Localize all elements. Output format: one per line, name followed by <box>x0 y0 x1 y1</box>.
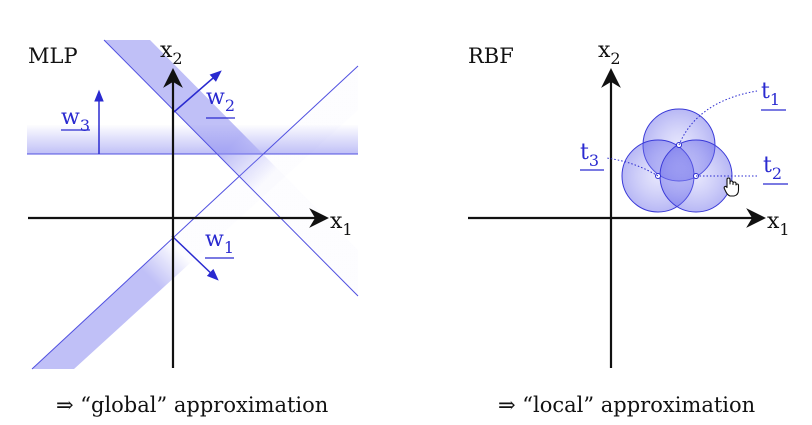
rbf-title: RBF <box>468 44 514 68</box>
mlp-y-axis-label: x2 <box>160 38 183 68</box>
band-w2-edge <box>103 39 359 297</box>
w1-label: w1 <box>205 227 234 259</box>
t1-label: t1 <box>761 79 786 111</box>
rbf-panel: RBF x1 x2 t1 t3 t2 ⇒ “local” approximati… <box>468 38 790 417</box>
mlp-panel: MLP x1 x2 w3 w2 w1 ⇒ “global” approximat… <box>27 38 359 417</box>
svg-text:w2: w2 <box>206 85 235 115</box>
rbf-y-axis-label: x2 <box>598 38 621 68</box>
t3-label: t3 <box>580 140 604 171</box>
rbf-x-axis-label: x1 <box>767 209 790 239</box>
w2-vector <box>173 70 222 113</box>
mlp-caption: ⇒ “global” approximation <box>56 393 328 417</box>
mlp-x-axis-label: x1 <box>330 209 353 239</box>
svg-text:w1: w1 <box>205 227 234 257</box>
svg-text:t3: t3 <box>580 140 599 170</box>
mlp-title: MLP <box>28 44 78 68</box>
w2-label: w2 <box>206 85 235 119</box>
hand-cursor-icon <box>723 177 740 197</box>
rbf-caption: ⇒ “local” approximation <box>498 393 755 417</box>
svg-text:t1: t1 <box>761 79 780 109</box>
svg-text:w3: w3 <box>61 105 90 135</box>
t2-label: t2 <box>763 153 788 185</box>
w1-vector <box>171 235 219 281</box>
svg-text:t2: t2 <box>763 153 782 183</box>
w3-label: w3 <box>61 105 90 135</box>
